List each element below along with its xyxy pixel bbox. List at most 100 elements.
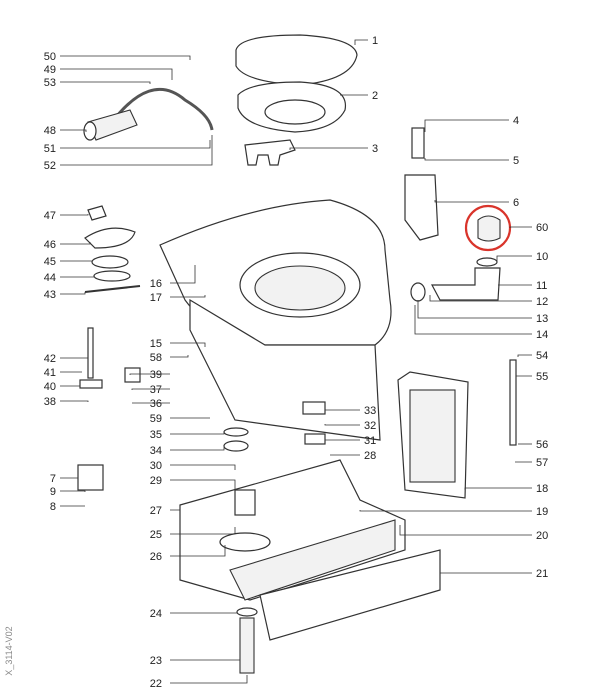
callout-59: 59	[150, 413, 162, 425]
leader-line-26	[170, 545, 226, 557]
leader-line-25	[170, 527, 236, 535]
callout-53: 53	[44, 77, 56, 89]
callout-54: 54	[536, 350, 548, 362]
callout-6: 6	[513, 197, 519, 209]
part-44	[93, 270, 131, 282]
part-corrugated-hose	[239, 617, 255, 674]
leader-lines	[60, 39, 532, 684]
callout-56: 56	[536, 439, 548, 451]
callout-41: 41	[44, 367, 56, 379]
leader-line-45	[60, 260, 93, 262]
part-7	[77, 464, 104, 491]
callout-10: 10	[536, 251, 548, 263]
leader-line-9	[60, 490, 86, 492]
leader-line-14	[414, 305, 532, 335]
leader-line-27	[170, 508, 181, 511]
callout-57: 57	[536, 457, 548, 469]
leader-line-39	[129, 373, 170, 375]
part-valve-rod	[411, 127, 425, 159]
part-42	[87, 327, 94, 379]
watermark: X_3114-V02	[4, 626, 14, 676]
leader-line-17	[170, 295, 206, 298]
leader-line-38	[60, 400, 89, 402]
callout-3: 3	[372, 143, 378, 155]
callout-35: 35	[150, 429, 162, 441]
callout-34: 34	[150, 445, 162, 457]
part-seal-10	[476, 257, 498, 267]
parts	[77, 34, 517, 674]
leader-line-5	[424, 158, 509, 161]
part-ring-24	[236, 607, 258, 617]
callout-5: 5	[513, 155, 519, 167]
part-bowl-opening	[254, 265, 346, 311]
callout-14: 14	[536, 329, 548, 341]
part-blade-26	[219, 532, 271, 552]
callout-36: 36	[150, 398, 162, 410]
callout-25: 25	[150, 529, 162, 541]
callout-17: 17	[150, 292, 162, 304]
part-lid	[235, 34, 358, 86]
part-31	[304, 433, 326, 445]
leader-line-10	[496, 255, 532, 262]
leader-line-51	[60, 140, 211, 149]
callout-7: 7	[50, 473, 56, 485]
leader-line-60	[509, 226, 532, 228]
callout-22: 22	[150, 678, 162, 690]
leader-line-47	[60, 214, 89, 216]
part-hinge	[244, 139, 296, 166]
leader-line-43	[60, 292, 86, 295]
part-bowl-front	[189, 298, 381, 441]
callout-1: 1	[372, 35, 378, 47]
part-45	[91, 255, 129, 269]
leader-line-24	[170, 612, 238, 614]
callout-labels: 1234566010111213145455565718192021333231…	[44, 35, 549, 690]
part-35	[223, 427, 249, 437]
leader-line-15	[170, 342, 206, 347]
callout-43: 43	[44, 289, 56, 301]
callout-40: 40	[44, 381, 56, 393]
leader-line-33	[324, 408, 360, 411]
part-valve-29	[234, 489, 256, 516]
callout-9: 9	[50, 486, 56, 498]
callout-11: 11	[536, 280, 547, 292]
callout-47: 47	[44, 210, 56, 222]
leader-line-12	[429, 295, 532, 302]
part-47	[87, 205, 107, 221]
leader-line-32	[324, 424, 360, 426]
callout-29: 29	[150, 475, 162, 487]
leader-line-1	[354, 39, 368, 45]
leader-line-37	[131, 388, 170, 390]
leader-line-34	[170, 446, 225, 451]
callout-4: 4	[513, 115, 519, 127]
leader-line-18	[464, 487, 532, 490]
callout-49: 49	[44, 64, 56, 76]
callout-28: 28	[364, 450, 376, 462]
callout-60: 60	[536, 222, 548, 234]
leader-line-29	[170, 479, 236, 490]
leader-line-16	[170, 265, 196, 284]
callout-32: 32	[364, 420, 376, 432]
callout-20: 20	[536, 530, 548, 542]
callout-24: 24	[150, 608, 162, 620]
leader-line-20	[399, 525, 532, 536]
leader-line-4	[424, 119, 509, 132]
callout-37: 37	[150, 384, 162, 396]
leader-line-52	[60, 135, 213, 166]
leader-line-53	[60, 81, 151, 84]
callout-50: 50	[44, 51, 56, 63]
callout-26: 26	[150, 551, 162, 563]
callout-31: 31	[364, 435, 376, 447]
callout-15: 15	[150, 338, 162, 350]
leader-line-35	[170, 432, 225, 435]
leader-line-46	[60, 242, 91, 245]
part-33	[302, 401, 326, 415]
callout-33: 33	[364, 405, 376, 417]
callout-58: 58	[150, 352, 162, 364]
callout-51: 51	[44, 143, 56, 155]
part-46	[84, 227, 136, 249]
callout-13: 13	[536, 313, 548, 325]
callout-52: 52	[44, 160, 56, 172]
callout-30: 30	[150, 460, 162, 472]
callout-44: 44	[44, 272, 56, 284]
